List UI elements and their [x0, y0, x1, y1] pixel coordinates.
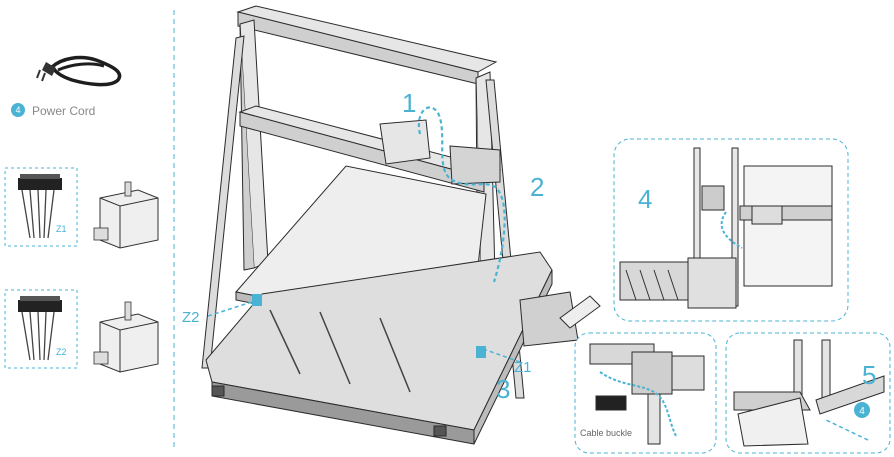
power-cord-label: Power Cord	[32, 104, 95, 118]
step-1-number: 1	[402, 88, 416, 118]
z2-motor-label: Z2	[182, 309, 200, 326]
cable-buckle-label: Cable buckle	[580, 428, 632, 438]
z1-motor-highlight	[476, 346, 486, 358]
printer-illustration	[202, 6, 600, 444]
power-cord-badge-number: 4	[15, 105, 20, 115]
detail-top-step-number: 4	[638, 184, 652, 214]
z2-stepper-motor	[94, 302, 158, 372]
z2-connector-label: Z2	[56, 347, 67, 357]
step-3-number: 3	[496, 374, 510, 404]
z1-motor-label: Z1	[514, 359, 532, 376]
z1-connector-label: Z1	[56, 224, 67, 234]
step-2-number: 2	[530, 172, 544, 202]
detail-psu-badge-number: 4	[859, 406, 865, 417]
detail-psu-step-number: 5	[862, 360, 876, 390]
z1-stepper-motor	[94, 182, 158, 248]
z2-motor-highlight	[252, 294, 262, 306]
power-cord-illustration	[37, 58, 120, 85]
